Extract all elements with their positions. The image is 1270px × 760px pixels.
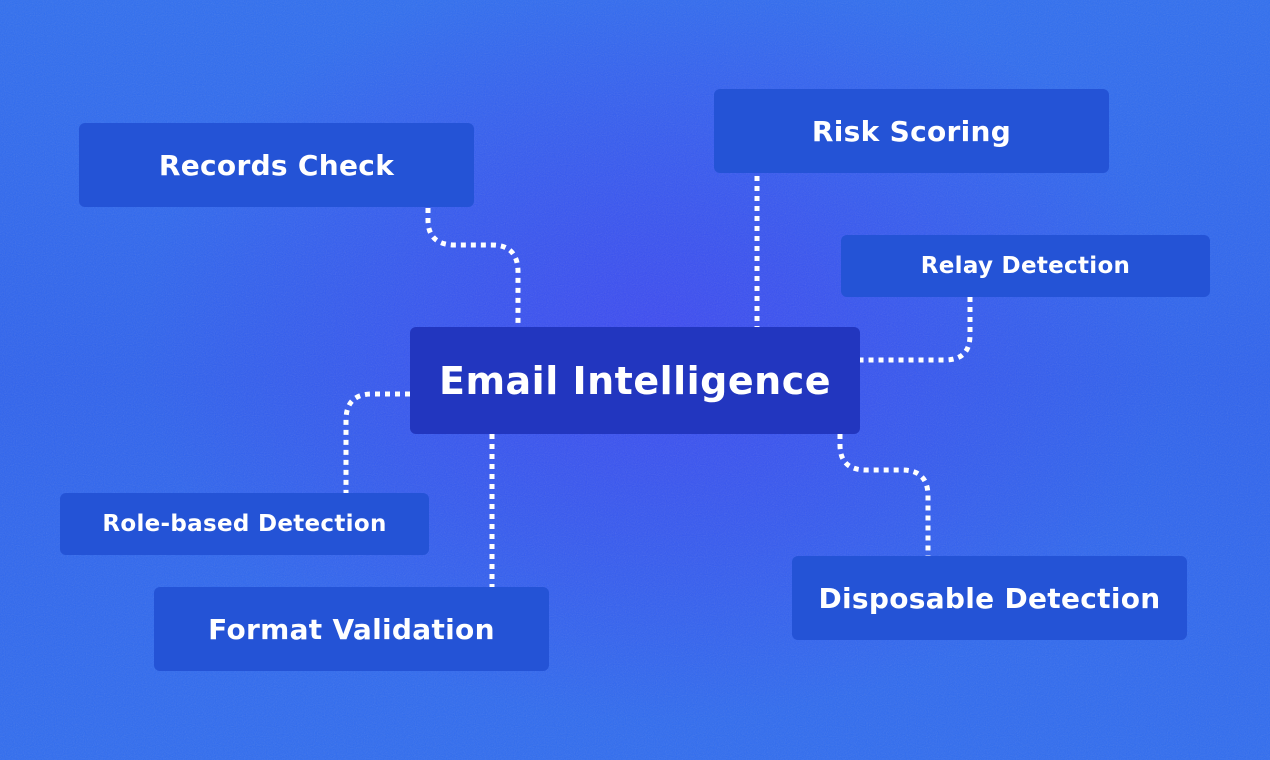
node-disposable-detection: Disposable Detection xyxy=(792,556,1187,640)
node-role-based-detection-label: Role-based Detection xyxy=(102,511,387,537)
node-risk-scoring: Risk Scoring xyxy=(714,89,1109,173)
connector-role-based-detection xyxy=(343,391,410,493)
node-format-validation-label: Format Validation xyxy=(208,612,495,646)
node-email-intelligence: Email Intelligence xyxy=(410,327,860,434)
node-records-check: Records Check xyxy=(79,123,474,207)
connector-disposable-detection xyxy=(837,434,931,556)
node-role-based-detection: Role-based Detection xyxy=(60,493,429,555)
node-risk-scoring-label: Risk Scoring xyxy=(811,114,1012,148)
node-disposable-detection-label: Disposable Detection xyxy=(818,581,1161,615)
node-format-validation: Format Validation xyxy=(154,587,549,671)
hub-label: Email Intelligence xyxy=(438,358,831,403)
node-relay-detection-label: Relay Detection xyxy=(920,253,1131,279)
connector-records-check xyxy=(425,208,521,328)
node-records-check-label: Records Check xyxy=(158,148,395,182)
node-relay-detection: Relay Detection xyxy=(841,235,1210,297)
connector-relay-detection xyxy=(860,297,973,363)
